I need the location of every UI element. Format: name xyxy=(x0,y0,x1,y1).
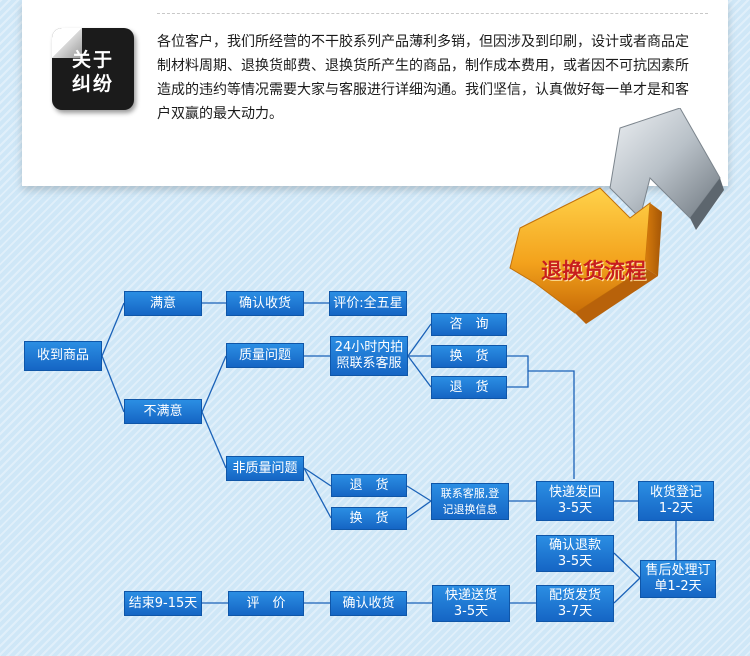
connector-photo-return xyxy=(407,355,432,388)
connector-unsatisfied-quality xyxy=(201,355,227,413)
node-non-quality-issue: 非质量问题 xyxy=(226,456,304,481)
node-restock-ship: 配货发货 3-7天 xyxy=(536,585,614,622)
node-return-2: 退 货 xyxy=(331,474,407,497)
node-received: 收到商品 xyxy=(24,341,102,371)
about-disputes-badge: 关于 纠纷 xyxy=(52,28,134,110)
connector-photo-consult xyxy=(407,323,432,357)
node-exchange-2: 换 货 xyxy=(331,507,407,530)
node-ship-back: 快递发回 3-5天 xyxy=(536,481,614,521)
intro-card: 关于 纠纷 各位客户，我们所经营的不干胶系列产品薄利多销，但因涉及到印刷，设计或… xyxy=(22,0,728,186)
connector-nonquality-exchange xyxy=(303,467,332,519)
node-express-deliver: 快递送货 3-5天 xyxy=(432,585,510,622)
node-review-5star: 评价:全五星 xyxy=(329,291,407,316)
connector-aftersales-restock xyxy=(613,577,641,604)
node-return-1: 退 货 xyxy=(431,376,507,399)
node-confirm-refund: 确认退款 3-5天 xyxy=(536,535,614,572)
node-quality-issue: 质量问题 xyxy=(226,343,304,368)
node-consult: 咨 询 xyxy=(431,313,507,336)
node-review: 评 价 xyxy=(228,591,304,616)
connector-bracket-shipback xyxy=(528,370,575,479)
node-receive-register: 收货登记 1-2天 xyxy=(638,481,714,521)
node-exchange-1: 换 货 xyxy=(431,345,507,368)
connector-bracket xyxy=(507,355,529,388)
connector-received-unsatisfied xyxy=(101,355,125,413)
connector-nonquality-return xyxy=(303,467,332,487)
node-unsatisfied: 不满意 xyxy=(124,399,202,424)
connector-return-contact xyxy=(406,485,432,502)
node-photo-contact: 24小时内拍 照联系客服 xyxy=(330,336,408,376)
connector-aftersales-refund xyxy=(613,552,641,579)
node-after-sales: 售后处理订 单1-2天 xyxy=(640,560,716,598)
arrow-graphic-icon xyxy=(509,108,724,324)
dashed-divider xyxy=(157,13,708,14)
connector-exchange-contact xyxy=(406,500,432,519)
node-satisfied: 满意 xyxy=(124,291,202,316)
connector-unsatisfied-nonquality xyxy=(201,411,227,469)
intro-paragraph: 各位客户，我们所经营的不干胶系列产品薄利多销，但因涉及到印刷，设计或者商品定制材… xyxy=(157,34,689,122)
page-curl-shade xyxy=(52,28,82,58)
flow-title: 退换货流程 xyxy=(541,259,646,283)
node-confirm-receipt-2: 确认收货 xyxy=(330,591,407,616)
node-confirm-receipt-1: 确认收货 xyxy=(226,291,304,316)
badge-label: 关于 纠纷 xyxy=(71,49,114,95)
node-contact-register: 联系客服,登 记退换信息 xyxy=(431,483,509,520)
connector-received-satisfied xyxy=(101,302,125,357)
node-end: 结束9-15天 xyxy=(124,591,202,616)
